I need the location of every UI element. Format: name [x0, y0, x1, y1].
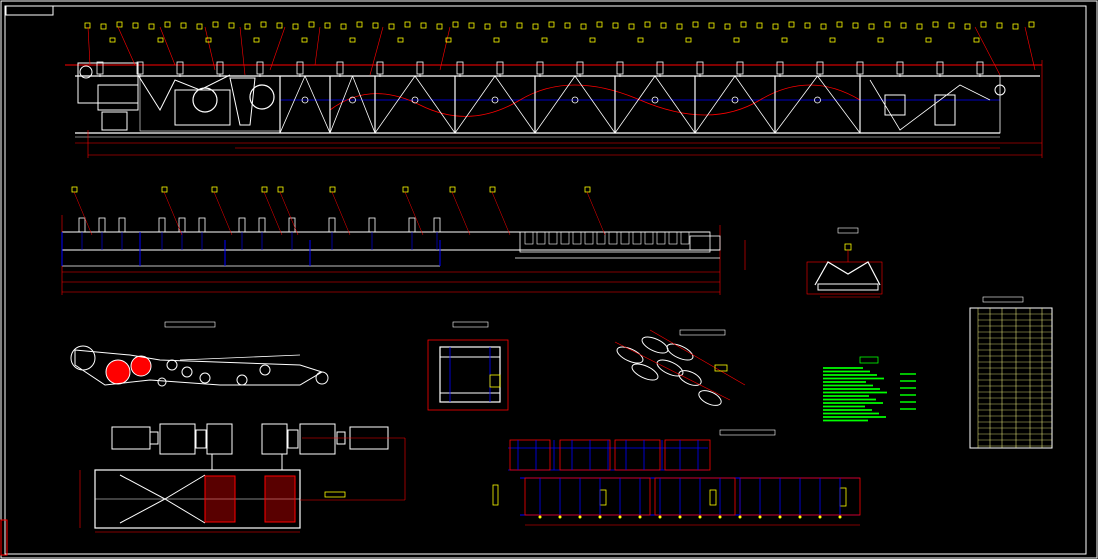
main-callouts	[84, 21, 1036, 76]
idler-section-detail	[806, 227, 883, 298]
technical-notes-block	[823, 356, 916, 422]
skewed-pulleys-detail	[614, 329, 746, 406]
title-corner-box	[5, 5, 54, 16]
mid-idlers	[78, 217, 690, 250]
carrying-idlers	[96, 61, 984, 77]
mid-callouts	[71, 186, 606, 236]
drive-plan-view	[79, 423, 406, 533]
parts-list-table	[969, 296, 1053, 449]
pulley-frame-detail	[427, 321, 509, 411]
edge-mark	[0, 519, 8, 556]
truss-bays	[279, 75, 861, 134]
sheet-inner-border	[4, 5, 1087, 555]
belt-routing-schematic	[70, 321, 329, 387]
frame-grid	[517, 440, 842, 519]
second-elevation	[61, 186, 746, 295]
base-frame-layout	[492, 429, 861, 526]
main-conveyor-elevation	[65, 21, 1043, 158]
